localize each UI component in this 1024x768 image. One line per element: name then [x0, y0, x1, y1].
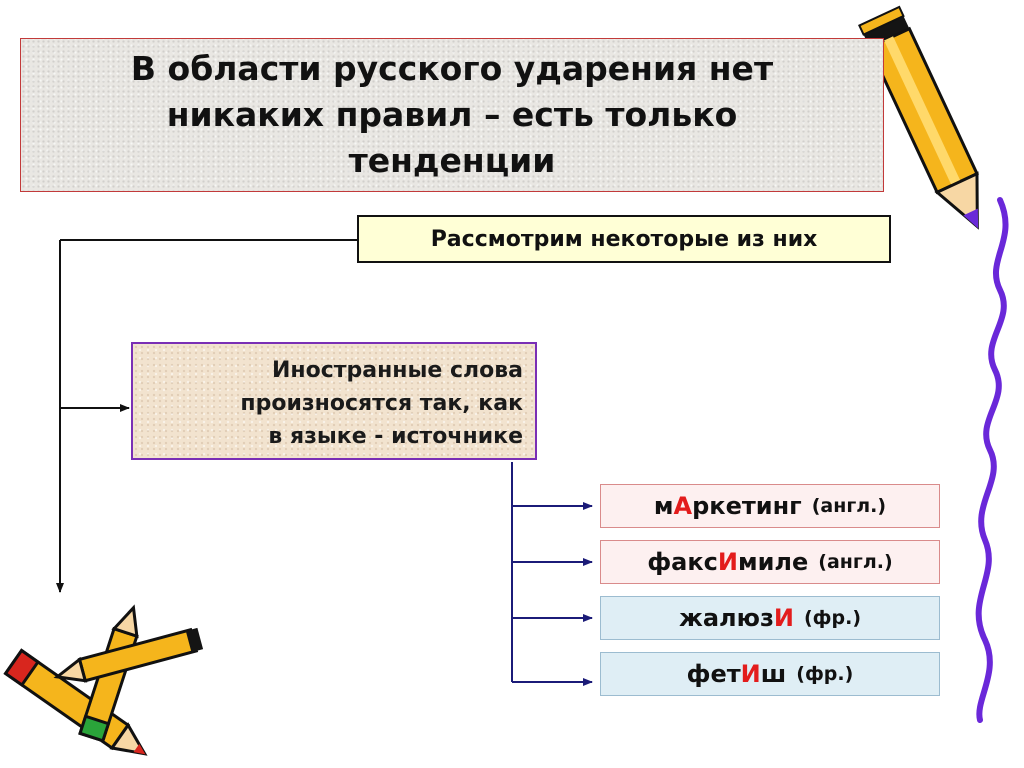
stressed-letter: И [740, 660, 761, 688]
example-word-end: миле [737, 548, 809, 576]
language-label: (фр.) [796, 663, 854, 685]
language-label: (англ.) [811, 495, 887, 517]
rule-text: Иностранные слова произносятся так, как … [240, 358, 523, 449]
stressed-letter: А [673, 492, 693, 520]
page-title: В области русского ударения нет никаких … [130, 49, 774, 180]
language-label: (фр.) [803, 607, 862, 629]
language-label: (англ.) [818, 551, 893, 573]
rule-box: Иностранные слова произносятся так, как … [131, 342, 537, 460]
stressed-letter: И [773, 604, 794, 632]
example-word-end: ркетинг [692, 492, 802, 520]
example-word-start: жалюз [678, 604, 774, 632]
example-word-start: фет [686, 660, 741, 688]
stressed-letter: И [717, 548, 738, 576]
example-word-start: факс [647, 548, 718, 576]
title-box: В области русского ударения нет никаких … [20, 38, 884, 192]
subtitle-text: Рассмотрим некоторые из них [430, 226, 818, 252]
subtitle-box: Рассмотрим некоторые из них [357, 215, 891, 263]
example-word-end: ш [760, 660, 787, 688]
example-word-start: м [653, 492, 674, 520]
